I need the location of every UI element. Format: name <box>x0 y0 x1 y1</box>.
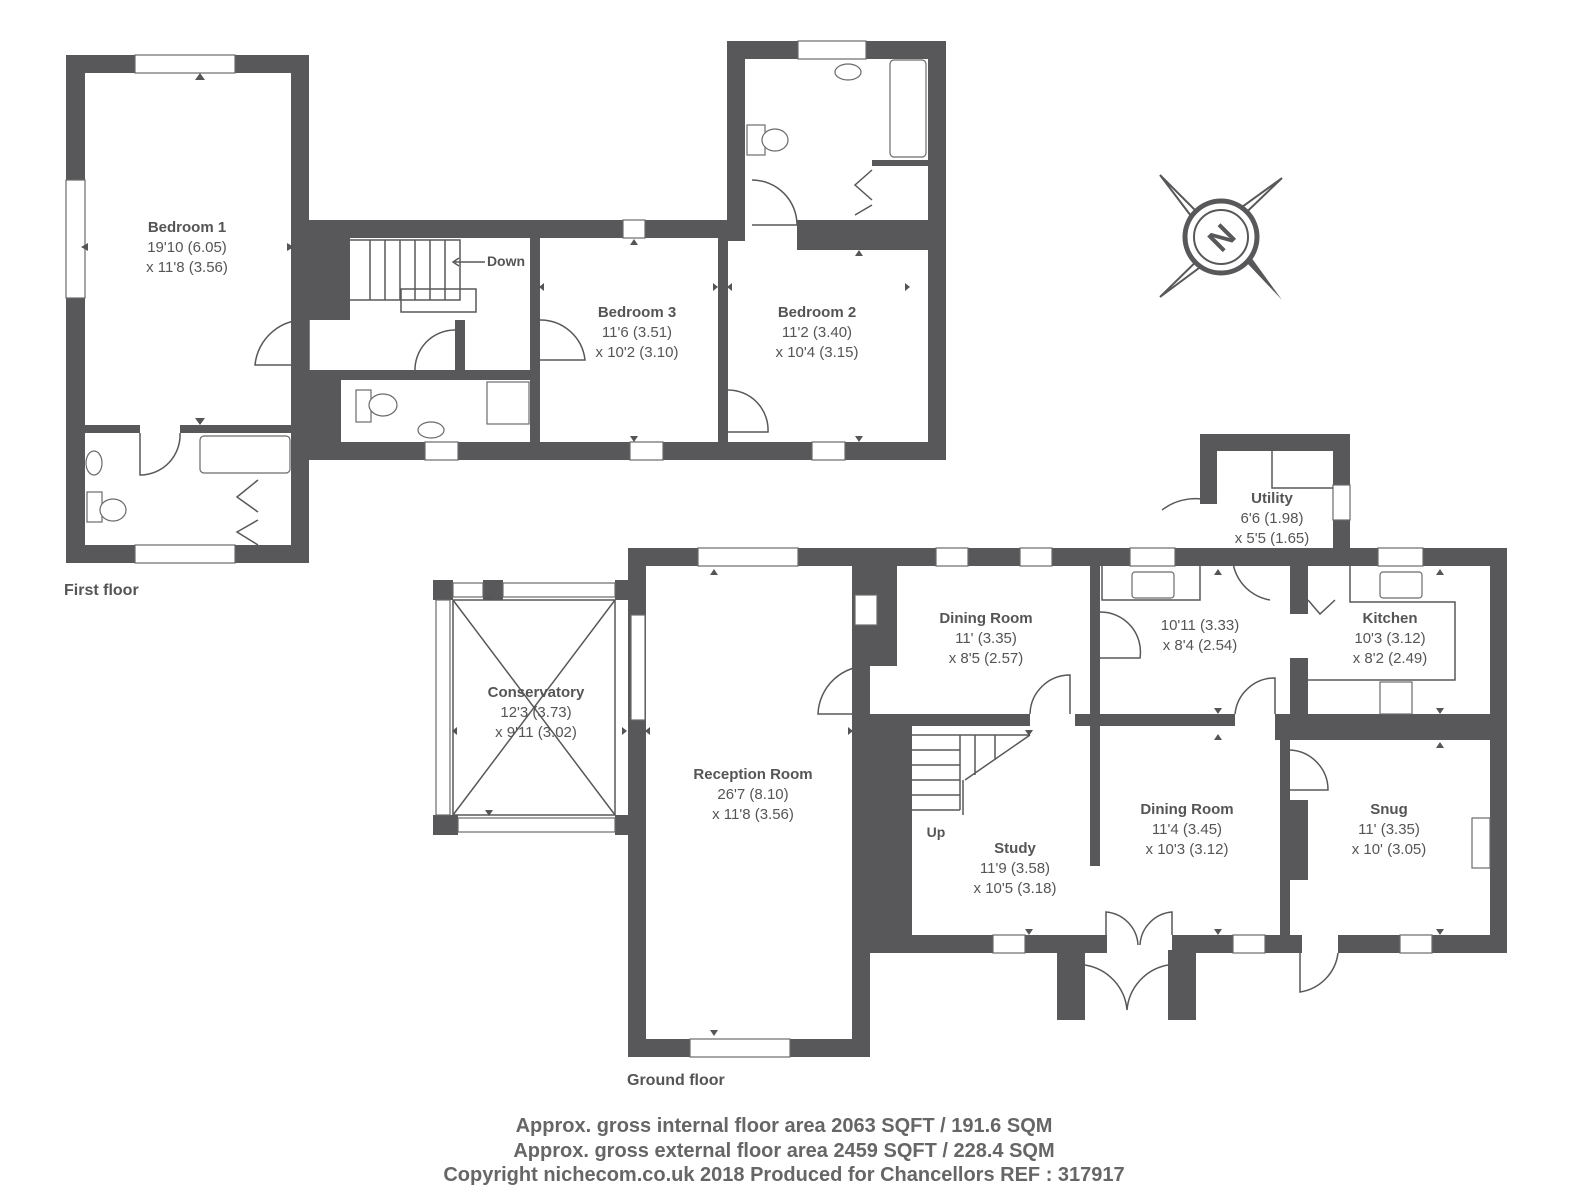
room-dim: x 11'8 (3.56) <box>146 259 228 276</box>
room-dim: x 10'3 (3.12) <box>1146 841 1229 858</box>
first-floor-label: First floor <box>64 582 139 599</box>
room-conservatory: Conservatory 12'3 (3.73) x 9'11 (3.02) <box>488 684 585 741</box>
room-dim: x 5'5 (1.65) <box>1235 530 1310 547</box>
room-dim: x 9'11 (3.02) <box>495 724 577 741</box>
room-name: Study <box>994 840 1036 857</box>
room-kitchen: Kitchen 10'3 (3.12) x 8'2 (2.49) <box>1353 610 1428 667</box>
room-name: Conservatory <box>488 684 585 701</box>
room-dim: 10'11 (3.33) <box>1161 617 1239 634</box>
first-floor-fixtures <box>85 59 927 546</box>
ground-floor-label: Ground floor <box>627 1072 725 1089</box>
ground-floor-walls <box>433 434 1507 1057</box>
room-reception: Reception Room 26'7 (8.10) x 11'8 (3.56) <box>693 766 812 823</box>
room-dim: 6'6 (1.98) <box>1241 510 1304 527</box>
room-name: Snug <box>1370 801 1408 818</box>
room-dim: 11'9 (3.58) <box>980 860 1050 877</box>
first-floor-walls <box>66 41 946 563</box>
room-name: Bedroom 2 <box>778 304 856 321</box>
room-bedroom-3: Bedroom 3 11'6 (3.51) x 10'2 (3.10) <box>596 304 679 361</box>
room-study: Study 11'9 (3.58) x 10'5 (3.18) <box>974 840 1057 897</box>
room-dining-room-1: Dining Room 11' (3.35) x 8'5 (2.57) <box>939 610 1032 667</box>
internal-area-text: Approx. gross internal floor area 2063 S… <box>516 1115 1053 1137</box>
ground-floor-windows <box>435 484 1491 1058</box>
stairs-down-label: Down <box>487 253 525 269</box>
room-dim: x 10'4 (3.15) <box>776 344 859 361</box>
room-dim: x 10'2 (3.10) <box>596 344 679 361</box>
stairs-up-label: Up <box>927 824 946 840</box>
room-dim: 10'3 (3.12) <box>1354 630 1425 647</box>
first-floor-windows <box>65 40 867 564</box>
room-name: Dining Room <box>1140 801 1233 818</box>
room-bedroom-1: Bedroom 1 19'10 (6.05) x 11'8 (3.56) <box>146 219 228 276</box>
footer-area-info: Approx. gross internal floor area 2063 S… <box>443 1115 1124 1186</box>
room-dim: x 11'8 (3.56) <box>712 806 794 823</box>
room-dim: 11' (3.35) <box>955 630 1017 647</box>
room-dim: x 8'5 (2.57) <box>949 650 1024 667</box>
room-dim: x 8'4 (2.54) <box>1163 637 1238 654</box>
north-compass-icon: N <box>1159 174 1283 300</box>
room-kitchen-area: 10'11 (3.33) x 8'4 (2.54) <box>1161 617 1239 654</box>
external-area-text: Approx. gross external floor area 2459 S… <box>513 1140 1054 1162</box>
room-dim: 11'2 (3.40) <box>782 324 852 341</box>
room-dim: x 10'5 (3.18) <box>974 880 1057 897</box>
room-dim: 11'6 (3.51) <box>602 324 672 341</box>
room-dim: 11'4 (3.45) <box>1152 821 1222 838</box>
room-dim: 11' (3.35) <box>1358 821 1420 838</box>
copyright-text: Copyright nichecom.co.uk 2018 Produced f… <box>443 1164 1124 1186</box>
ground-floor-fixtures <box>452 451 1456 1011</box>
room-name: Bedroom 1 <box>148 219 226 236</box>
room-name: Utility <box>1251 490 1293 507</box>
room-name: Kitchen <box>1362 610 1417 627</box>
room-snug: Snug 11' (3.35) x 10' (3.05) <box>1352 801 1427 858</box>
room-dining-room-2: Dining Room 11'4 (3.45) x 10'3 (3.12) <box>1140 801 1233 858</box>
room-name: Dining Room <box>939 610 1032 627</box>
room-dim: x 10' (3.05) <box>1352 841 1427 858</box>
room-bedroom-2: Bedroom 2 11'2 (3.40) x 10'4 (3.15) <box>776 304 859 361</box>
room-dim: 12'3 (3.73) <box>500 704 571 721</box>
room-dim: 26'7 (8.10) <box>717 786 788 803</box>
room-dim: 19'10 (6.05) <box>147 239 227 256</box>
room-dim: x 8'2 (2.49) <box>1353 650 1428 667</box>
room-utility: Utility 6'6 (1.98) x 5'5 (1.65) <box>1235 490 1310 547</box>
room-name: Bedroom 3 <box>598 304 676 321</box>
room-name: Reception Room <box>693 766 812 783</box>
